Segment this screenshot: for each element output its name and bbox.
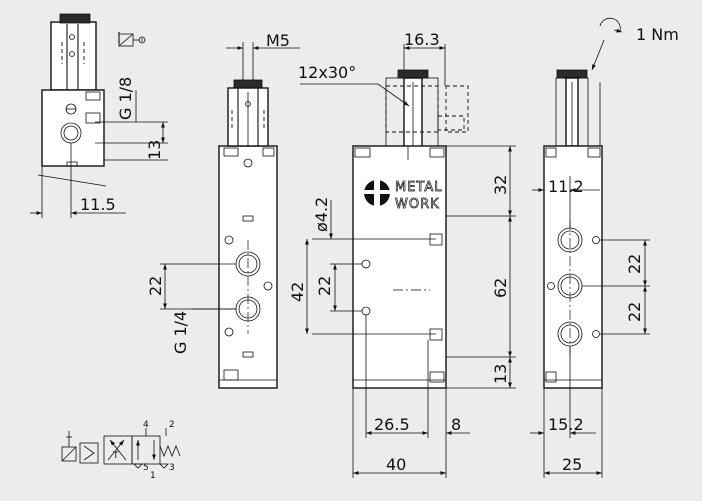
view-right-side: 1 Nm 11.2 22 22 15.2 25 [530,17,679,478]
dim-g14: G 1/4 [171,311,190,354]
dim-32: 32 [491,175,510,195]
dim-22-upper: 22 [625,254,644,274]
dim-22-ports: 22 [146,276,165,296]
metal-work-logo [364,180,390,206]
dim-11-2: 11.2 [548,177,584,196]
dim-16-3: 16.3 [404,30,440,49]
port-1: 1 [150,471,156,481]
pneumatic-valve-symbol: 4 2 5 3 1 T [61,420,181,481]
dim-15-2: 15.2 [548,415,584,434]
dim-13-main: 13 [491,364,510,384]
dim-torque: 1 Nm [636,25,679,44]
port-2: 2 [169,420,175,430]
dim-12x30: 12x30° [298,63,356,82]
pilot-t: T [112,451,119,461]
dim-13-side: 13 [145,140,164,160]
solenoid-symbol-icon [118,32,146,47]
dim-m5: M5 [266,31,290,50]
logo-line1: METAL [395,180,443,195]
dim-25: 25 [562,455,582,474]
dim-8: 8 [451,415,461,434]
dim-62: 62 [491,278,510,298]
dim-26-5: 26.5 [374,415,410,434]
dim-22-lower: 22 [625,302,644,322]
view-main-front: METAL WORK 16.3 12x30° 32 62 13 [288,30,516,478]
dim-dia-4-2: ø4.2 [312,197,331,232]
dim-g18: G 1/8 [116,77,135,120]
dim-11-5: 11.5 [80,195,116,214]
logo-line2: WORK [395,197,440,212]
view-front-ports: M5 22 G 1/4 [146,31,300,389]
port-3: 3 [169,463,175,473]
port-4: 4 [143,420,149,430]
dim-22-holes: 22 [315,276,334,296]
view-side-left: G 1/8 13 11.5 [30,13,168,218]
dim-42: 42 [288,282,307,302]
dim-40: 40 [386,455,406,474]
port-5: 5 [143,463,149,473]
